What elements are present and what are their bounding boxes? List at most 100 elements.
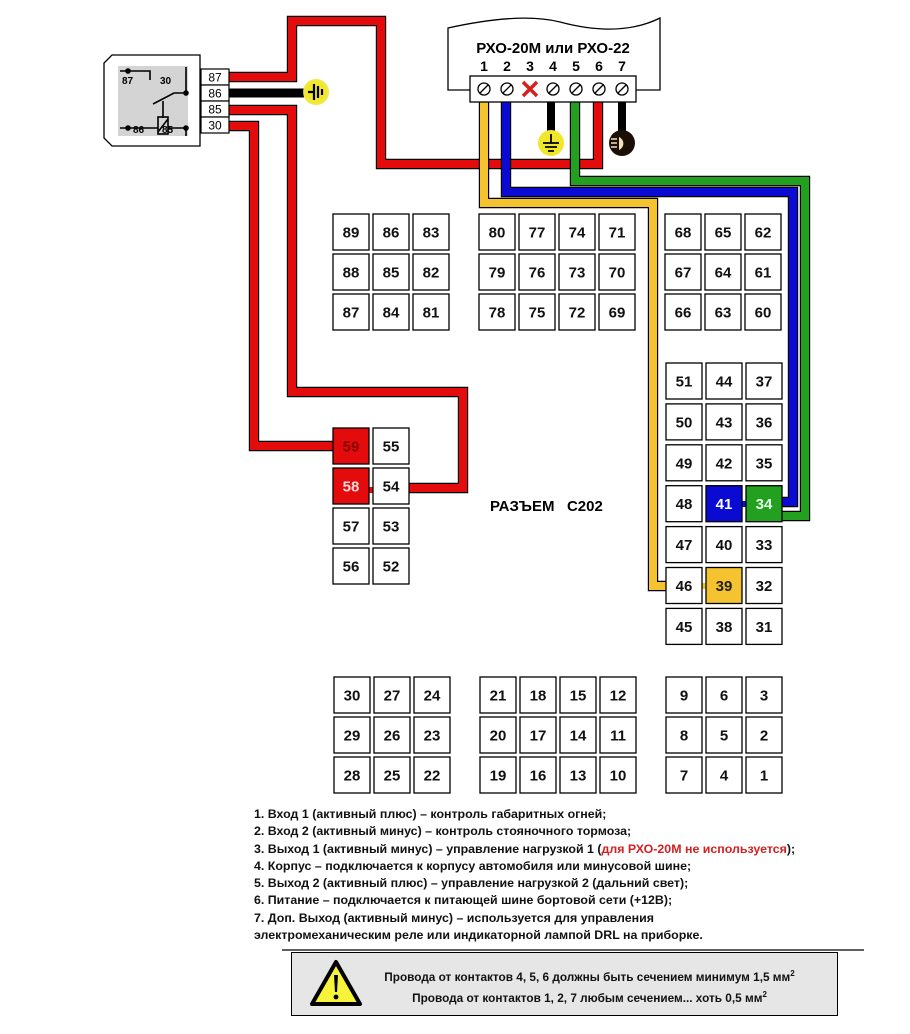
pin-label: 83	[423, 225, 440, 242]
legend-item-7: 7. Доп. Выход (активный минус) – использ…	[254, 910, 654, 925]
terminal-2: 2	[500, 58, 514, 96]
pin-label: 79	[489, 265, 506, 282]
wire-term5-to-pin34	[571, 102, 809, 520]
wire-relay30-to-pin59-outline	[229, 120, 333, 452]
pin-29: 29	[333, 716, 371, 754]
connector-title: РАЗЪЕМ С202	[490, 498, 603, 515]
pin-14: 14	[559, 716, 597, 754]
pin-label: 24	[424, 688, 441, 705]
terminal-number: 4	[549, 58, 557, 74]
warning-line-1: Провода от контактов 4, 5, 6 должны быть…	[384, 969, 795, 984]
pin-74: 74	[558, 213, 596, 251]
pin-65: 65	[704, 213, 742, 251]
pin-label: 22	[424, 768, 441, 785]
pin-42: 42	[705, 444, 743, 482]
pin-27: 27	[373, 676, 411, 714]
pin-label: 35	[756, 455, 773, 472]
pin-label: 87	[343, 305, 360, 322]
pin-label: 78	[489, 305, 506, 322]
pin-80: 80	[478, 213, 516, 251]
legend-item-3: 3. Выход 1 (активный минус) – управление…	[254, 841, 894, 858]
pin-label: 53	[383, 519, 400, 536]
pin-32: 32	[745, 566, 783, 605]
pin-label: 34	[756, 496, 773, 513]
pin-40: 40	[705, 525, 743, 564]
screw-icon	[500, 82, 514, 96]
wires	[229, 15, 811, 592]
pin-22: 22	[413, 756, 451, 794]
pin-label: 54	[383, 479, 400, 496]
pin-71: 71	[598, 213, 636, 251]
module-title: РХО-20М или РХО-22	[476, 40, 630, 57]
screw-icon	[592, 82, 606, 96]
pin-66: 66	[664, 293, 702, 331]
pin-84: 84	[372, 293, 410, 331]
screw-icon	[569, 82, 583, 96]
pin-label: 12	[610, 688, 627, 705]
pin-label: 5	[720, 728, 728, 745]
legend-item-2: 2. Вход 2 (активный минус) – контроль ст…	[254, 824, 632, 839]
pin-88: 88	[332, 253, 370, 291]
terminal-unused-x-icon	[521, 80, 539, 98]
pin-label: 6	[720, 688, 728, 705]
pin-75: 75	[518, 293, 556, 331]
pin-label: 80	[489, 225, 506, 242]
pin-label: 65	[715, 225, 732, 242]
pin-3: 3	[745, 676, 783, 714]
pin-label: 3	[760, 688, 768, 705]
pin-28: 28	[333, 756, 371, 794]
pin-18: 18	[519, 676, 557, 714]
pin-68: 68	[664, 213, 702, 251]
terminal-number: 5	[572, 58, 580, 74]
relay-inner-label-87: 87	[122, 76, 134, 87]
pin-85: 85	[372, 253, 410, 291]
pin-24: 24	[413, 676, 451, 714]
terminal-number: 1	[480, 58, 488, 74]
wire-relay85-to-pin54	[229, 106, 467, 492]
pin-label: 9	[680, 688, 688, 705]
pin-label: 62	[755, 225, 772, 242]
pin-52: 52	[372, 547, 410, 585]
relay-pin-label: 87	[208, 71, 222, 85]
ground-icon-relay	[303, 79, 329, 105]
relay-pin-label: 86	[208, 87, 222, 101]
pin-label: 50	[676, 414, 693, 431]
terminal-number: 6	[595, 58, 603, 74]
pin-59: 59	[332, 427, 370, 465]
pin-label: 55	[383, 439, 400, 456]
pin-34: 34	[745, 485, 783, 523]
ground-icon-module	[538, 130, 564, 156]
pin-64: 64	[704, 253, 742, 291]
pin-label: 18	[530, 688, 547, 705]
legend-item-3-text: 3. Выход 1 (активный минус) – управление…	[254, 841, 602, 856]
pin-label: 26	[384, 728, 401, 745]
pin-label: 59	[343, 439, 360, 456]
pin-67: 67	[664, 253, 702, 291]
pin-47: 47	[665, 525, 703, 564]
pin-label: 64	[715, 265, 732, 282]
terminal-4: 4	[546, 58, 560, 96]
pin-56: 56	[332, 547, 370, 585]
pin-label: 84	[383, 305, 400, 322]
pin-label: 40	[716, 537, 733, 554]
pin-label: 89	[343, 225, 360, 242]
pin-label: 38	[716, 619, 733, 636]
pin-26: 26	[373, 716, 411, 754]
wire-term1-to-pin39	[480, 102, 668, 590]
pin-6: 6	[705, 676, 743, 714]
pin-53: 53	[372, 507, 410, 545]
pin-78: 78	[478, 293, 516, 331]
warning-text: Провода от контактов 4, 5, 6 должны быть…	[362, 965, 817, 1007]
pin-label: 77	[529, 225, 546, 242]
pin-62: 62	[744, 213, 782, 251]
pin-label: 60	[755, 305, 772, 322]
pin-legend: 1. Вход 1 (активный плюс) – контроль габ…	[254, 806, 894, 944]
legend-item-1: 1. Вход 1 (активный плюс) – контроль габ…	[254, 807, 607, 821]
pin-2: 2	[745, 716, 783, 754]
pin-12: 12	[599, 676, 637, 714]
screw-icon	[477, 82, 491, 96]
pin-label: 20	[490, 728, 507, 745]
